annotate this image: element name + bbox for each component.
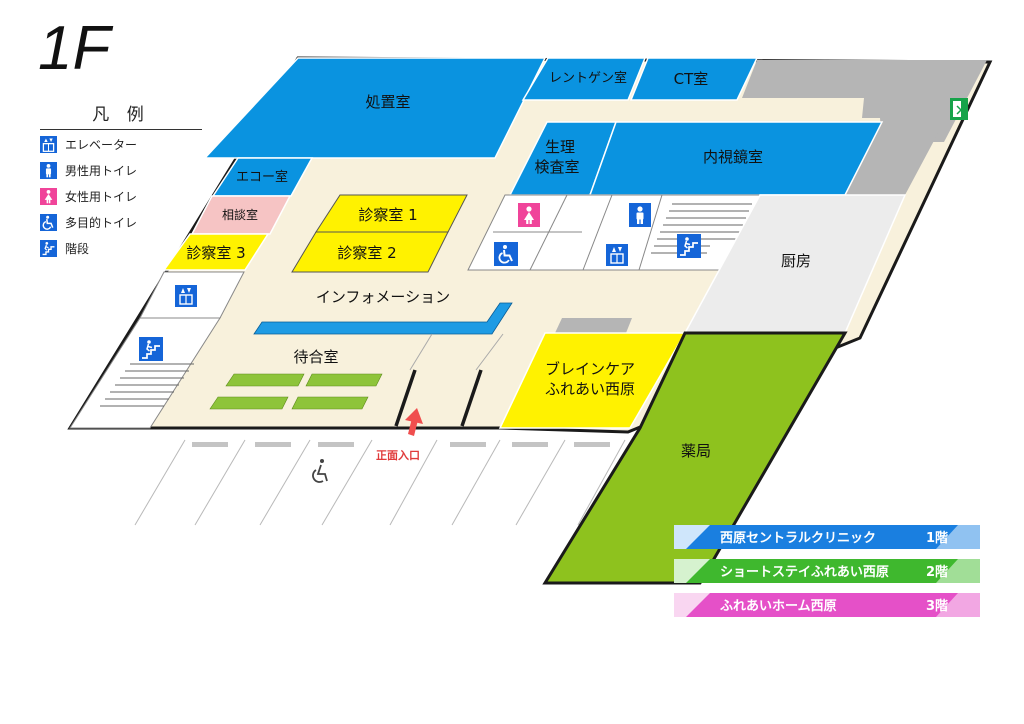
room-treatment: [203, 57, 547, 159]
legend-item-stairs: 階段: [40, 236, 210, 260]
stairs-icon: [40, 239, 57, 257]
legend-title: 凡 例: [40, 100, 202, 130]
legend-label: 多目的トイレ: [65, 215, 138, 230]
floor-link-name: 西原セントラルクリニック: [720, 531, 876, 546]
information-counter: [253, 302, 513, 335]
label-consult: 相談室: [222, 207, 258, 222]
stair-treads-left: [100, 363, 194, 407]
legend-label: エレベーター: [65, 137, 138, 152]
label-exam2: 診察室 2: [337, 244, 396, 262]
room-echo: [211, 157, 314, 197]
stairs-icon: [138, 336, 164, 362]
male-toilet-icon: [40, 161, 57, 179]
label-treatment: 処置室: [365, 93, 410, 111]
entrance-walls: [394, 369, 483, 427]
floor-link-floor: 3階: [926, 598, 948, 614]
floor-link-2[interactable]: ショートステイふれあい西原 2階: [674, 559, 980, 583]
legend-item-male-toilet: 男性用トイレ: [40, 158, 210, 182]
label-information: インフォメーション: [316, 288, 450, 306]
floor-link-name: ショートステイふれあい西原: [720, 565, 889, 580]
room-pharmacy: [542, 331, 848, 585]
room-brain-care: [498, 332, 687, 429]
floor-link-floor: 2階: [926, 564, 948, 580]
room-exam2: [291, 231, 449, 273]
room-ct: [629, 57, 759, 101]
label-kitchen: 厨房: [781, 252, 811, 270]
accessible-toilet-icon: [40, 213, 57, 231]
room-consult: [190, 195, 292, 235]
floor-link-name: ふれあいホーム西原: [720, 599, 837, 614]
emergency-exit-icon: [950, 98, 968, 120]
label-waiting: 待合室: [293, 348, 338, 366]
floor-title: 1F: [38, 14, 111, 83]
elevator-icon: [40, 135, 57, 153]
male-toilet-icon: [629, 203, 651, 227]
legend-label: 女性用トイレ: [65, 189, 138, 204]
floor-link-floor: 1階: [926, 530, 948, 546]
entrance-arrow-icon: [405, 408, 423, 436]
label-physio-2: 検査室: [534, 158, 579, 176]
elevator-icon: [174, 284, 198, 308]
legend: 凡 例 エレベーター 男性用トイレ 女性用トイレ 多目的トイレ 階段: [40, 100, 210, 260]
toilet-block-dividers: [493, 194, 663, 271]
stairs-icon: [676, 233, 702, 259]
label-exam1: 診察室 1: [358, 206, 417, 224]
interior-partitions: [409, 333, 504, 371]
legend-item-female-toilet: 女性用トイレ: [40, 184, 210, 208]
label-exam3: 診察室 3: [186, 244, 245, 262]
elevator-icon: [605, 243, 629, 267]
label-physio-1: 生理: [545, 138, 575, 156]
label-pharmacy: 薬局: [681, 442, 711, 460]
floor-link-1[interactable]: 西原セントラルクリニック 1階: [674, 525, 980, 549]
accessible-toilet-icon: [493, 241, 519, 267]
legend-item-elevator: エレベーター: [40, 132, 210, 156]
label-xray: レントゲン室: [549, 70, 627, 86]
parking-wheelchair-icon: [312, 459, 328, 483]
legend-label: 階段: [65, 241, 90, 256]
left-stair-area: [69, 317, 221, 429]
gray-right-mid: [845, 122, 944, 195]
parking-lot: [134, 439, 626, 526]
waiting-benches: [209, 373, 383, 410]
legend-item-accessible-toilet: 多目的トイレ: [40, 210, 210, 234]
gray-top-right: [742, 60, 987, 142]
room-exam3: [162, 233, 270, 271]
label-echo: エコー室: [236, 169, 288, 185]
female-toilet-icon: [40, 187, 57, 205]
label-entrance: 正面入口: [376, 449, 420, 462]
label-endoscopy: 内視鏡室: [703, 148, 763, 166]
label-brain-care-1: ブレインケア: [545, 360, 635, 378]
label-brain-care-2: ふれあい西原: [545, 380, 635, 398]
parking-stops: [192, 442, 610, 447]
floor-link-3[interactable]: ふれあいホーム西原 3階: [674, 593, 980, 617]
legend-label: 男性用トイレ: [65, 163, 138, 178]
female-toilet-icon: [518, 203, 540, 227]
gray-small-block: [555, 318, 632, 333]
label-ct: CT室: [674, 70, 709, 88]
room-xray: [521, 57, 647, 101]
